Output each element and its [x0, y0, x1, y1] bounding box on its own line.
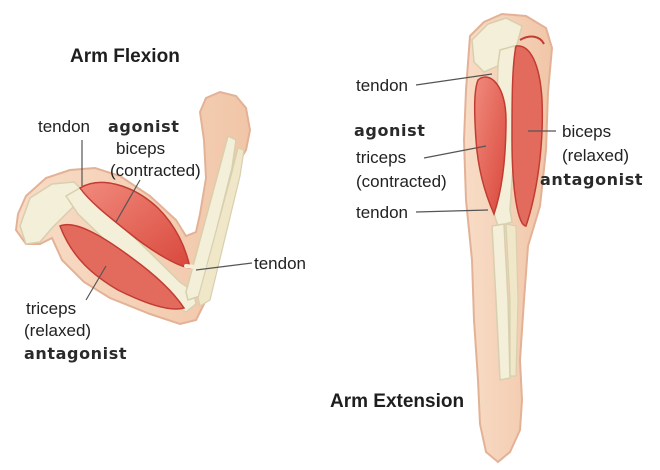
flexion-triceps-state-label: (relaxed) [24, 321, 91, 340]
flexion-biceps-label: biceps [116, 139, 165, 158]
extension-title: Arm Extension [330, 392, 464, 411]
extension-tendon-lower-label: tendon [356, 203, 408, 222]
extension-triceps-label: triceps [356, 148, 406, 167]
flexed-biceps-tendon [186, 266, 204, 268]
flexion-tendon-upper-label: tendon [38, 117, 90, 136]
flexion-biceps-state-label: (contracted) [110, 161, 201, 180]
flexion-title: Arm Flexion [70, 47, 180, 66]
extension-tendon-upper-label: tendon [356, 76, 408, 95]
flexion-agonist-label: agonist [108, 117, 180, 136]
extension-triceps-state-label: (contracted) [356, 172, 447, 191]
flexion-tendon-lower-label: tendon [254, 254, 306, 273]
extension-agonist-label: agonist [354, 121, 426, 140]
extension-antagonist-label: antagonist [540, 170, 643, 189]
extension-biceps-label: biceps [562, 122, 611, 141]
extension-biceps-state-label: (relaxed) [562, 146, 629, 165]
flexion-antagonist-label: antagonist [24, 344, 127, 363]
flexion-triceps-label: triceps [26, 299, 76, 318]
